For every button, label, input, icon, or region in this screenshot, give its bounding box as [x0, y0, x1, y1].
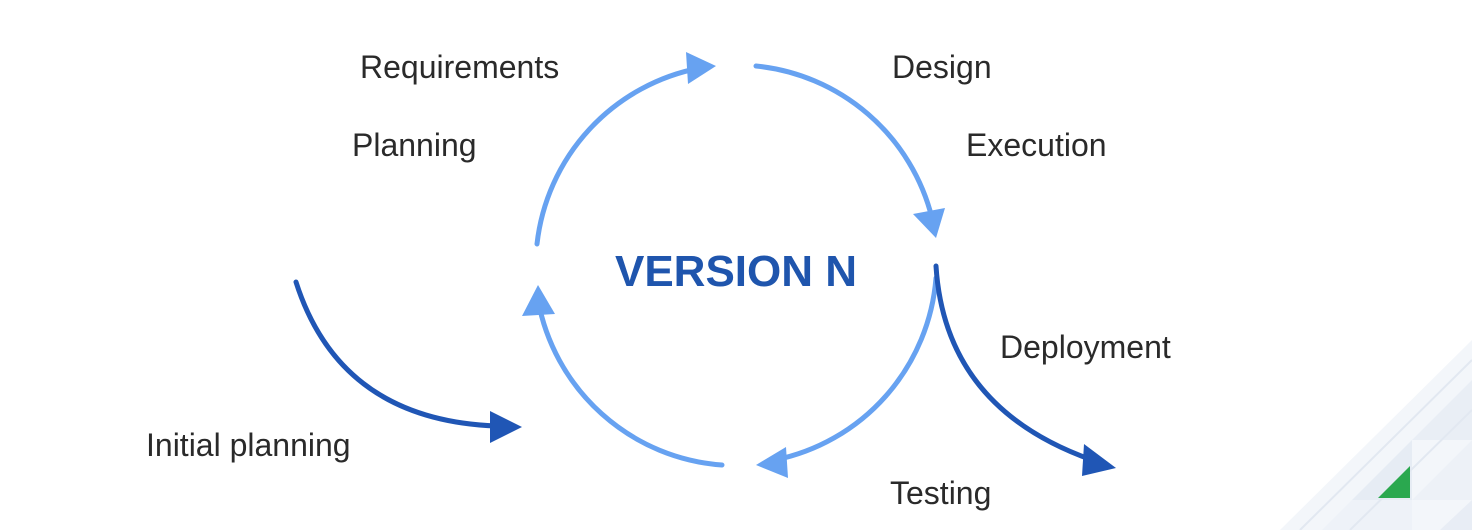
- arrowhead-planning: [522, 285, 555, 316]
- loop-arrow-planning-to-design: [534, 65, 703, 247]
- center-label: VERSION N: [615, 247, 857, 296]
- label-design: Design: [892, 49, 992, 85]
- label-requirements: Requirements: [360, 49, 559, 85]
- arrowhead-execution: [913, 208, 945, 238]
- label-deployment: Deployment: [1000, 329, 1171, 365]
- triangle-pattern-icon: [1280, 340, 1472, 530]
- loop-arrow-design-to-execution: [753, 63, 935, 221]
- arrowhead-testing: [756, 447, 788, 478]
- arrowhead-initial-planning: [490, 411, 522, 443]
- loop-arrow-testing-to-planning: [535, 297, 725, 468]
- arrowhead-design: [686, 52, 716, 84]
- green-triangle-icon: [1378, 466, 1410, 498]
- arrowhead-deployment: [1082, 444, 1116, 476]
- label-initial-planning: Initial planning: [146, 427, 351, 463]
- loop-arrow-testing: [772, 275, 939, 463]
- label-testing: Testing: [890, 475, 991, 511]
- label-execution: Execution: [966, 127, 1107, 163]
- deployment-arrow: [933, 263, 1095, 463]
- label-planning: Planning: [352, 127, 477, 163]
- initial-planning-arrow: [293, 279, 499, 429]
